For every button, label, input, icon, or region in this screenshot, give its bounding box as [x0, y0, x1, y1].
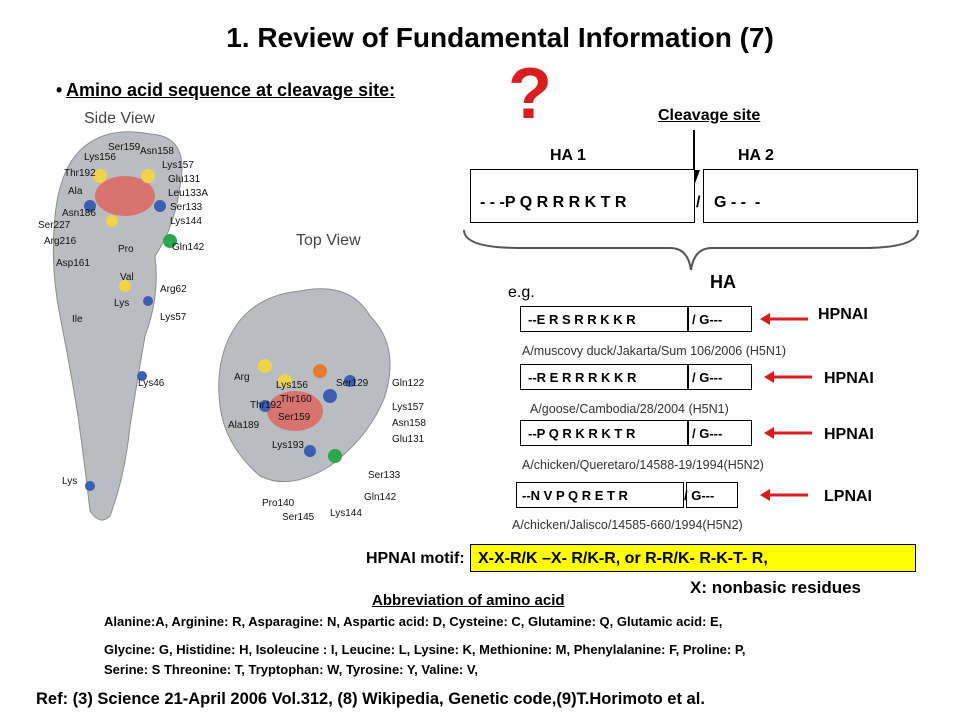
abbreviation-line: Serine: S Threonine: T, Tryptophan: W, T… — [104, 662, 478, 677]
variant-left-box — [520, 420, 688, 446]
abbreviation-title: Abbreviation of amino acid — [372, 592, 565, 609]
variant-strain: A/chicken/Queretaro/14588-19/1994(H5N2) — [522, 458, 764, 472]
residue-label: Val — [120, 272, 134, 283]
residue-label: Lys46 — [138, 378, 165, 389]
section-subtitle: Amino acid sequence at cleavage site: — [66, 80, 396, 100]
ha-label: HA — [710, 272, 736, 292]
side-view-label: Side View — [84, 110, 155, 127]
variant-right-box — [688, 364, 752, 390]
variant-left-box — [516, 482, 684, 508]
residue-label: Ser159 — [278, 412, 311, 423]
motif-text: X-X-R/K –X- R/K-R, or R-R/K- R-K-T- R, — [478, 550, 768, 567]
variant-ha2: / G--- — [692, 370, 723, 385]
residue-label: Asn158 — [392, 418, 426, 429]
abbreviation-line: Glycine: G, Histidine: H, Isoleucine : I… — [104, 642, 746, 657]
variant-sequence: --P Q R K R K T R — [528, 426, 636, 441]
variant-strain: A/goose/Cambodia/28/2004 (H5N1) — [530, 402, 729, 416]
cleavage-site-label: Cleavage site — [658, 107, 761, 124]
residue-label: Pro — [118, 244, 134, 255]
variant-type: HPNAI — [818, 306, 868, 323]
residue-label: Ser145 — [282, 512, 315, 523]
residue-label: Gln142 — [172, 242, 205, 253]
residue-label: Arg216 — [44, 236, 77, 247]
bullet-dot: • — [56, 80, 63, 100]
variant-sequence: --E R S R R K K R — [528, 312, 636, 327]
question-mark: ? — [508, 54, 552, 134]
residue-label: Ser159 — [108, 142, 141, 153]
residue-label: Gln142 — [364, 492, 397, 503]
residue-label: Gln122 — [392, 378, 425, 389]
residue-label: Asn158 — [140, 146, 174, 157]
motif-note: X: nonbasic residues — [690, 578, 861, 597]
variant-ha2: / G--- — [684, 488, 715, 503]
residue-label: Ile — [72, 314, 83, 325]
residue-label: Ala189 — [228, 420, 260, 431]
residue-label: Glu131 — [392, 434, 425, 445]
residue-label: Lys — [114, 298, 130, 309]
variant-type: LPNAI — [824, 488, 872, 505]
cleavage-slash: / — [696, 194, 701, 211]
ha1-sequence: - - -P Q R R R K T R — [480, 194, 627, 211]
eg-label: e.g. — [508, 284, 535, 301]
variant-strain: A/muscovy duck/Jakarta/Sum 106/2006 (H5N… — [522, 344, 787, 358]
arrow-icon — [764, 427, 812, 439]
ha2-label: HA 2 — [738, 147, 774, 164]
residue-label: Asp161 — [56, 258, 90, 269]
residue-label: Leu133A — [168, 188, 209, 199]
residue-label: Thr192 — [64, 168, 96, 179]
ha2-sequence-box — [703, 169, 918, 223]
residue-label: Lys144 — [330, 508, 362, 519]
abbreviation-line: Alanine:A, Arginine: R, Asparagine: N, A… — [104, 614, 723, 629]
ha2-sequence: G - - - — [714, 194, 761, 211]
top-view-label: Top View — [296, 232, 361, 249]
residue-label: Lys156 — [84, 152, 116, 163]
variant-ha2: / G--- — [692, 312, 723, 327]
ha1-label: HA 1 — [550, 147, 586, 164]
residue-label: Arg — [234, 372, 250, 383]
residue-label: Ser227 — [38, 220, 71, 231]
residue-label: Ser129 — [336, 378, 369, 389]
ha-brace — [463, 229, 919, 271]
variant-sequence: --N V P Q R E T R — [522, 488, 628, 503]
residue-label: Lys193 — [272, 440, 304, 451]
arrow-icon — [764, 371, 812, 383]
variant-left-box — [520, 364, 688, 390]
ha1-sequence-box — [470, 169, 695, 223]
variant-type: HPNAI — [824, 370, 874, 387]
residue-label: Lys156 — [276, 380, 308, 391]
residue-label: Ser133 — [368, 470, 401, 481]
residue-label: Asn186 — [62, 208, 96, 219]
protein-structure-image — [52, 131, 391, 521]
residue-label: Lys — [62, 476, 78, 487]
reference-footer: Ref: (3) Science 21-April 2006 Vol.312, … — [36, 690, 705, 708]
residue-label: Thr160 — [280, 394, 312, 405]
arrow-icon — [760, 489, 808, 501]
residue-label: Lys157 — [392, 402, 424, 413]
residue-label: Ala — [68, 186, 83, 197]
variant-right-box — [688, 306, 752, 332]
variant-left-box — [520, 306, 688, 332]
residue-label: Lys157 — [162, 160, 194, 171]
residue-label: Glu131 — [168, 174, 201, 185]
variant-right-box — [686, 482, 738, 508]
motif-label: HPNAI motif: — [366, 550, 465, 567]
arrow-icon — [760, 313, 808, 325]
variant-type: HPNAI — [824, 426, 874, 443]
page-title: 1. Review of Fundamental Information (7) — [226, 22, 774, 53]
residue-label: Arg62 — [160, 284, 187, 295]
residue-label: Thr192 — [250, 400, 282, 411]
variant-sequence: --R E R R R K K R — [528, 370, 637, 385]
residue-label: Lys57 — [160, 312, 187, 323]
variant-strain: A/chicken/Jalisco/14585-660/1994(H5N2) — [512, 518, 743, 532]
variant-ha2: / G--- — [692, 426, 723, 441]
variant-right-box — [688, 420, 752, 446]
residue-label: Ser133 — [170, 202, 203, 213]
motif-highlight — [470, 544, 916, 572]
residue-label: Pro140 — [262, 498, 295, 509]
residue-label: Lys144 — [170, 216, 202, 227]
